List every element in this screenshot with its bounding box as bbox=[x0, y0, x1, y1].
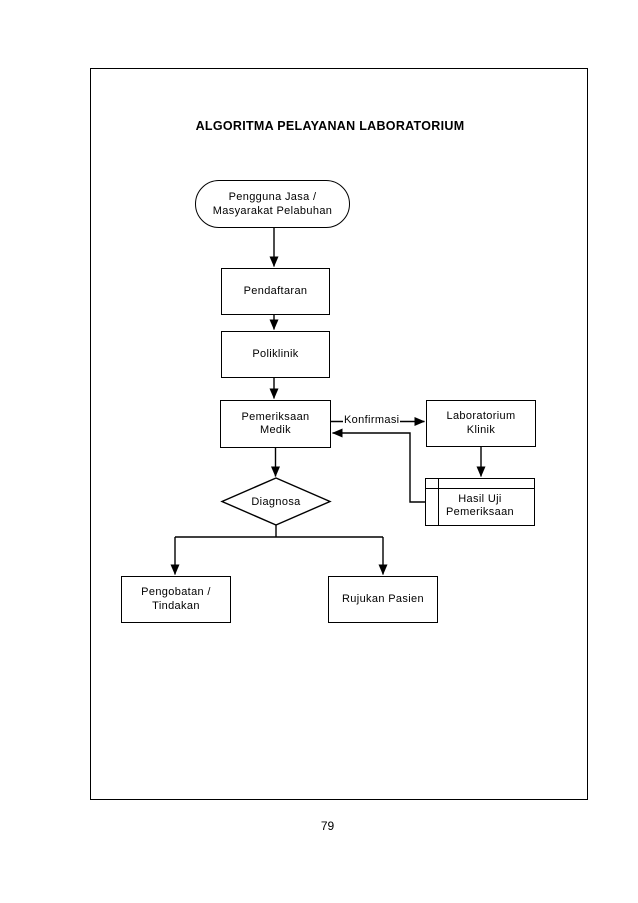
connector-hasil-pemeriksaan bbox=[332, 428, 425, 503]
node-rujukan-pasien: Rujukan Pasien bbox=[328, 576, 438, 623]
node-laboratorium-klinik: Laboratorium Klinik bbox=[426, 400, 536, 447]
connector-diagnosa-split bbox=[175, 525, 383, 538]
internal-storage-divider-vertical bbox=[437, 479, 439, 525]
node-laboratorium-klinik-label: Laboratorium Klinik bbox=[446, 410, 516, 436]
edge-label-konfirmasi: Konfirmasi bbox=[343, 414, 401, 426]
node-start: Pengguna Jasa / Masyarakat Pelabuhan bbox=[195, 180, 350, 228]
node-hasil-uji-pemeriksaan: Hasil Uji Pemeriksaan bbox=[425, 478, 535, 526]
node-poliklinik: Poliklinik bbox=[221, 331, 330, 378]
node-pemeriksaan-medik: Pemeriksaan Medik bbox=[220, 400, 331, 448]
node-diagnosa: Diagnosa bbox=[222, 478, 330, 525]
node-pendaftaran: Pendaftaran bbox=[221, 268, 330, 315]
internal-storage-divider-horizontal bbox=[426, 487, 534, 489]
page-title: ALGORITMA PELAYANAN LABORATORIUM bbox=[195, 119, 465, 133]
node-pengobatan-tindakan-label: Pengobatan / Tindakan bbox=[141, 586, 211, 612]
page-number: 79 bbox=[320, 819, 335, 833]
node-hasil-uji-pemeriksaan-label: Hasil Uji Pemeriksaan bbox=[445, 492, 515, 519]
node-pendaftaran-label: Pendaftaran bbox=[243, 284, 308, 297]
node-pemeriksaan-medik-label: Pemeriksaan Medik bbox=[241, 410, 310, 437]
diagnosa-diamond-shape bbox=[220, 477, 332, 526]
node-pengobatan-tindakan: Pengobatan / Tindakan bbox=[121, 576, 231, 623]
node-diagnosa-label: Diagnosa bbox=[251, 495, 301, 508]
node-poliklinik-label: Poliklinik bbox=[252, 347, 299, 360]
node-rujukan-pasien-label: Rujukan Pasien bbox=[342, 592, 424, 605]
node-start-label: Pengguna Jasa / Masyarakat Pelabuhan bbox=[212, 191, 333, 217]
